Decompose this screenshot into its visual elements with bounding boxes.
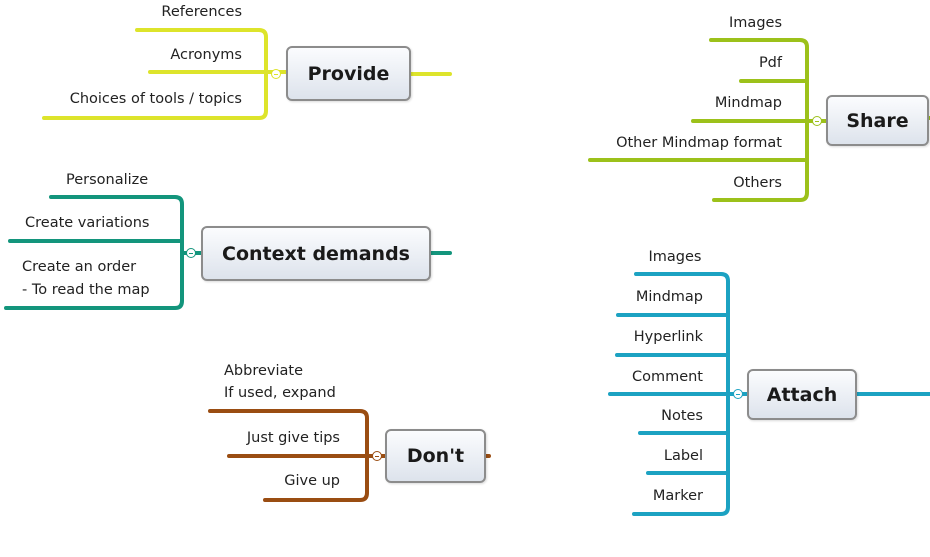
provide-item-choices[interactable]: Choices of tools / topics — [69, 91, 242, 107]
attach-node[interactable]: Attach — [747, 369, 857, 420]
context-demands-node[interactable]: Context demands — [201, 226, 431, 281]
dont-node[interactable]: Don't — [385, 429, 486, 483]
attach-item-mindmap[interactable]: Mindmap — [635, 289, 703, 305]
share-item-other-format[interactable]: Other Mindmap format — [616, 135, 782, 151]
attach-item-label[interactable]: Label — [663, 448, 703, 464]
share-item-mindmap[interactable]: Mindmap — [714, 95, 782, 111]
share-title: Share — [846, 109, 909, 132]
provide-item-acronyms[interactable]: Acronyms — [170, 47, 242, 63]
share-connector-lines — [588, 38, 930, 202]
share-collapse-icon[interactable] — [812, 116, 822, 126]
provide-node[interactable]: Provide — [286, 46, 411, 101]
provide-connector-lines — [42, 28, 452, 120]
dont-collapse-icon[interactable] — [372, 451, 382, 461]
share-item-pdf[interactable]: Pdf — [758, 55, 782, 71]
context-item-create-variations[interactable]: Create variations — [25, 215, 150, 231]
dont-item-abbreviate[interactable]: Abbreviate — [224, 363, 303, 379]
provide-title: Provide — [307, 62, 390, 85]
share-item-images[interactable]: Images — [729, 15, 782, 31]
dont-item-just-give-tips[interactable]: Just give tips — [246, 430, 340, 446]
attach-title: Attach — [766, 383, 838, 406]
context-item-read-map[interactable]: - To read the map — [22, 282, 150, 298]
attach-item-notes[interactable]: Notes — [661, 408, 703, 424]
attach-collapse-icon[interactable] — [733, 389, 743, 399]
context-item-create-order[interactable]: Create an order — [22, 259, 137, 275]
share-node[interactable]: Share — [826, 95, 929, 146]
attach-item-hyperlink[interactable]: Hyperlink — [633, 329, 703, 345]
provide-collapse-icon[interactable] — [271, 69, 281, 79]
attach-item-comment[interactable]: Comment — [631, 369, 703, 385]
context-connector-lines — [4, 195, 452, 310]
dont-item-if-used[interactable]: If used, expand — [224, 385, 336, 401]
dont-connector-lines — [208, 409, 491, 502]
context-item-personalize[interactable]: Personalize — [66, 172, 149, 188]
attach-item-images[interactable]: Images — [648, 249, 702, 265]
attach-item-marker[interactable]: Marker — [652, 488, 703, 504]
dont-item-give-up[interactable]: Give up — [284, 473, 340, 489]
context-collapse-icon[interactable] — [186, 248, 196, 258]
share-item-others[interactable]: Others — [733, 175, 782, 191]
context-title: Context demands — [222, 242, 410, 265]
dont-title: Don't — [406, 445, 465, 467]
provide-item-references[interactable]: References — [161, 4, 242, 20]
